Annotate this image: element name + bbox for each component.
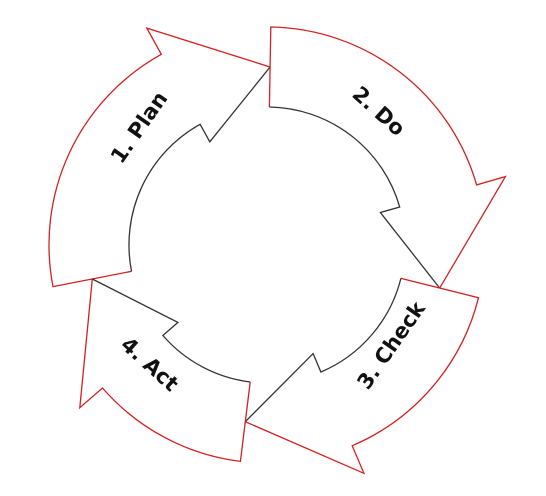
arrow-do-inner-edge	[269, 106, 441, 289]
cycle-arrows	[48, 26, 507, 475]
arrow-check-inner-edge	[244, 278, 402, 423]
arrow-act-outer-edge	[78, 278, 251, 463]
arrow-act-inner-edge	[92, 278, 251, 383]
arrow-do-outer-edge	[268, 26, 507, 289]
arrow-check-outer-edge	[245, 277, 480, 475]
arrow-plan-inner-edge	[128, 66, 271, 272]
